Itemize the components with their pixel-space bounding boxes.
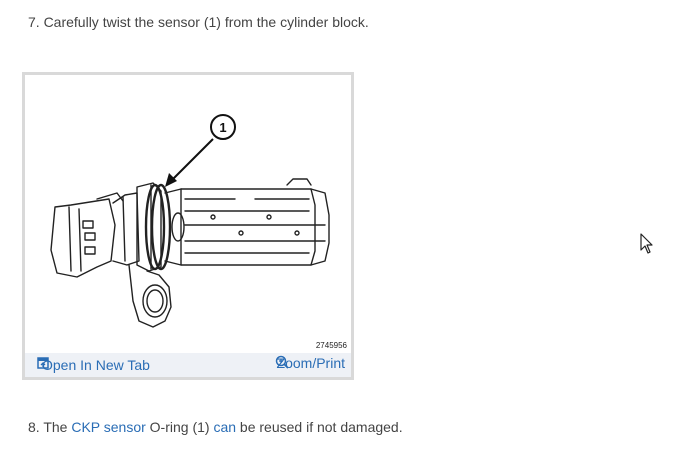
sensor-illustration-figure: 1 2745956 Open In New Tab Zoom/Print (22, 72, 354, 380)
step-8-middle: O-ring (1) (145, 419, 214, 435)
zoom-print-link[interactable]: Zoom/Print (275, 355, 345, 371)
ckp-sensor-drawing: 1 (50, 114, 330, 328)
can-link[interactable]: can (213, 419, 237, 435)
step-8-prefix: 8. The (28, 419, 72, 435)
ckp-sensor-link[interactable]: CKP sensor (71, 419, 146, 435)
mouse-cursor-icon (640, 233, 653, 254)
step-8-suffix: be reused if not damaged. (236, 419, 403, 435)
zoom-print-label: Zoom/Print (276, 355, 345, 371)
open-in-new-tab-label: Open In New Tab (42, 357, 150, 373)
figure-action-bar: Open In New Tab Zoom/Print (25, 353, 351, 377)
step-7-instruction: 7. Carefully twist the sensor (1) from t… (28, 14, 369, 30)
open-in-new-tab-link[interactable]: Open In New Tab (37, 357, 150, 373)
figure-id: 2745956 (315, 341, 347, 350)
step-8-instruction: 8. The CKP sensor O-ring (1) can be reus… (28, 419, 403, 435)
callout-number: 1 (219, 120, 226, 135)
